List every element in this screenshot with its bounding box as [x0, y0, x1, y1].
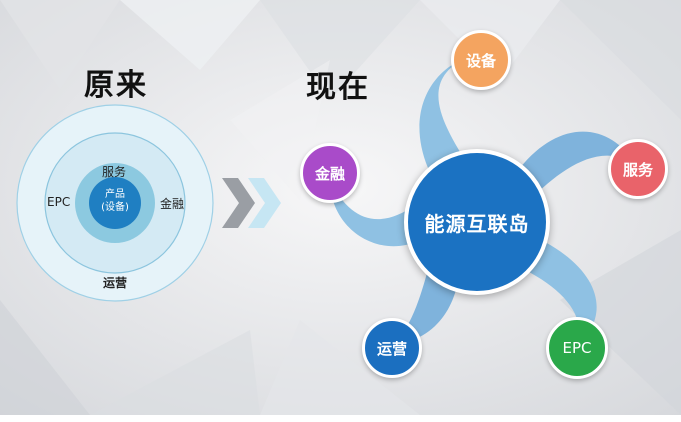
inner-label-line1: 产品 — [105, 189, 125, 200]
before-circles — [16, 104, 214, 302]
node-shebei: 设备 — [451, 30, 511, 90]
middle-label-left: EPC — [47, 195, 71, 209]
hub-node: 能源互联岛 — [404, 149, 550, 295]
node-fuwu: 服务 — [608, 139, 668, 199]
title-before: 原来 — [84, 68, 148, 103]
arrow-icon — [222, 178, 281, 228]
outer-label-bottom: 运营 — [103, 276, 128, 290]
middle-label-top: 服务 — [102, 165, 127, 179]
middle-label-right: 金融 — [160, 197, 185, 211]
inner-label: 产品 (设备) — [89, 188, 141, 214]
node-jinrong: 金融 — [300, 143, 360, 203]
inner-label-line2: (设备) — [101, 202, 129, 213]
node-epc: EPC — [546, 317, 608, 379]
title-now: 现在 — [306, 70, 370, 105]
node-yunying: 运营 — [362, 318, 422, 378]
